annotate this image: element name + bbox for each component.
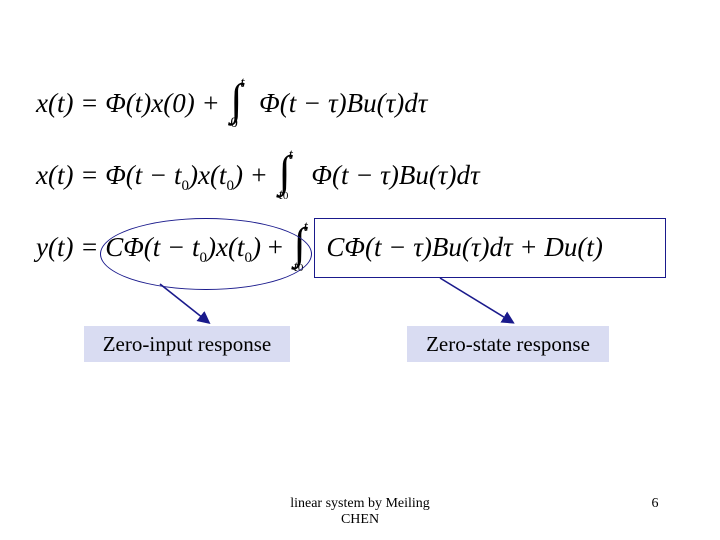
integral-lower-limit: 0 bbox=[230, 115, 238, 131]
integral-sign: ∫ t 0 bbox=[230, 75, 245, 131]
equation-state-solution-t0: x(t) = Φ(t − t0)x(t0) + ∫ t t0 Φ(t − τ)B… bbox=[36, 147, 480, 203]
page-number: 6 bbox=[651, 496, 659, 511]
zero-input-ellipse bbox=[100, 218, 312, 290]
integral-upper-limit: t bbox=[303, 219, 308, 235]
integral-lower-limit: t0 bbox=[278, 187, 289, 203]
eq2-lhs-b: )x(t bbox=[188, 160, 227, 190]
zero-state-box bbox=[314, 218, 666, 278]
eq3-lhs: y(t) = bbox=[36, 232, 99, 262]
equation-state-solution-zero-start: x(t) = Φ(t)x(0) + ∫ t 0 Φ(t − τ)Bu(τ)dτ bbox=[36, 75, 428, 131]
eq1-lhs: x(t) = Φ(t)x(0) + bbox=[36, 88, 220, 118]
eq2-integrand: Φ(t − τ)Bu(τ)dτ bbox=[311, 160, 480, 190]
footer-text: linear system by Meiling CHEN bbox=[290, 496, 430, 527]
zero-state-label: Zero-state response bbox=[407, 326, 609, 362]
eq2-lhs-a: x(t) = Φ(t − t bbox=[36, 160, 182, 190]
integral-sign: ∫ t t0 bbox=[278, 147, 293, 203]
eq3-zero-state-term: CΦ(t − τ)Bu(τ)dτ + Du(t) bbox=[326, 232, 603, 262]
zero-state-arrow bbox=[439, 277, 515, 324]
zero-input-label: Zero-input response bbox=[84, 326, 290, 362]
eq1-integrand: Φ(t − τ)Bu(τ)dτ bbox=[259, 88, 428, 118]
eq2-lhs-c: ) + bbox=[233, 160, 268, 190]
eq2-sub: 0 bbox=[181, 178, 189, 194]
integral-upper-limit: t bbox=[240, 75, 245, 91]
integral-upper-limit: t bbox=[288, 147, 293, 163]
eq2-sub: 0 bbox=[226, 178, 234, 194]
